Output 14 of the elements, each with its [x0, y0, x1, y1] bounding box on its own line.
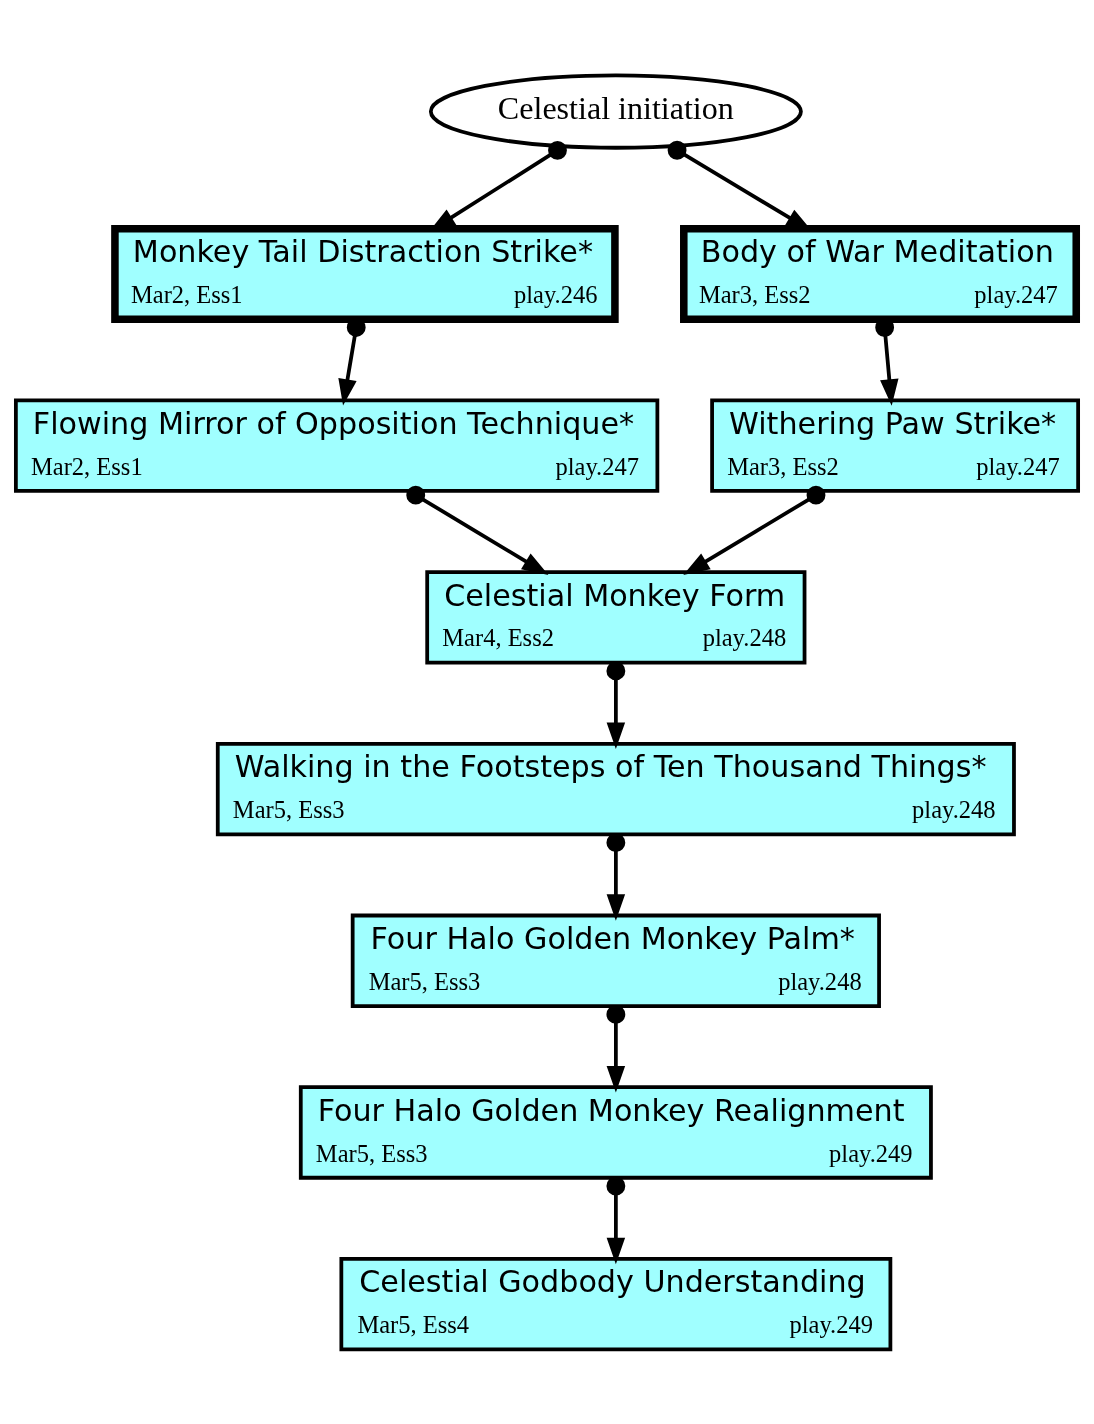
node-box: Body of War Meditation Mar3, Ess2 play.247 — [680, 224, 1080, 323]
node-ellipse: Celestial initiation — [428, 73, 803, 150]
node-box: Flowing Mirror of Opposition Technique* Mar2, Ess1 play.247 — [14, 398, 660, 493]
node-box: Celestial Godbody Understanding Mar5, Ess4 play.249 — [339, 1256, 893, 1351]
node-box: Celestial Monkey Form Mar4, Ess2 play.248 — [425, 569, 807, 665]
arrow — [606, 661, 626, 749]
node-box: Withering Paw Strike* Mar3, Ess2 play.247 — [710, 398, 1080, 493]
arrow — [683, 485, 826, 575]
node-box: Walking in the Footsteps of Ten Thousand Things* Mar5, Ess3 play.248 — [215, 741, 1016, 836]
node-box: Four Halo Golden Monkey Palm* Mar5, Ess3 play.248 — [350, 913, 881, 1008]
node-box: Four Halo Golden Monkey Realignment Mar5, Ess3 play.249 — [298, 1084, 933, 1180]
node-box: Monkey Tail Distraction Strike* Mar2, Ess1 play.246 — [111, 224, 619, 323]
arrow — [606, 1176, 626, 1264]
arrow — [406, 485, 549, 575]
